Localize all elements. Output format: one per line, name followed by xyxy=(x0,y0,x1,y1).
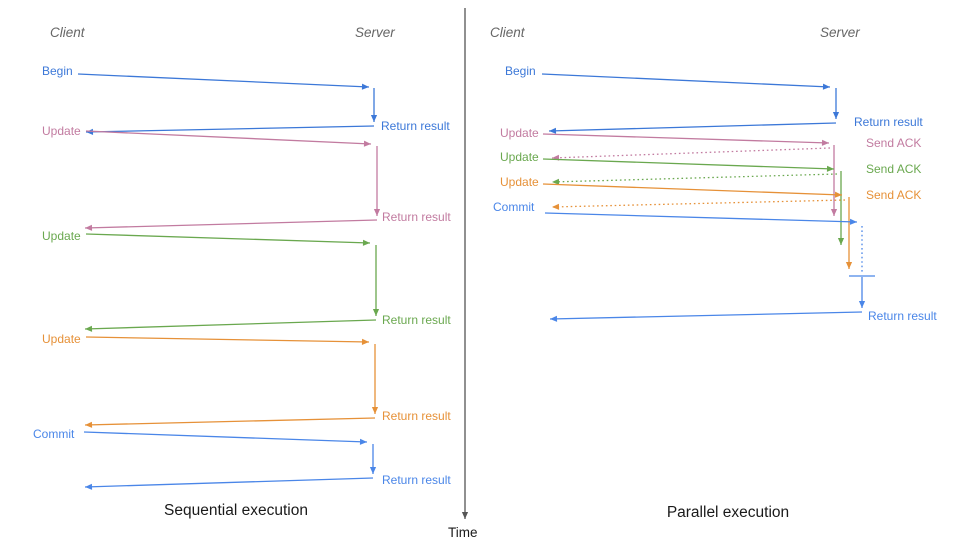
update-3-return-line-arrowhead xyxy=(85,421,93,428)
return-result-label-commit: Return result xyxy=(382,473,451,487)
update-1-request-line xyxy=(85,130,372,145)
commit-request-line-arrowhead xyxy=(359,438,367,445)
update-1-request-line-arrowhead xyxy=(821,139,829,146)
send-ack-label-update-2: Send ACK xyxy=(866,162,921,176)
update-3-request-line-arrowhead xyxy=(361,338,369,345)
message-label-begin: Begin xyxy=(505,64,536,78)
update-3-processing-line-arrowhead xyxy=(371,407,379,414)
begin-request-line xyxy=(77,73,370,88)
begin-processing-line-arrowhead xyxy=(370,115,378,122)
update-1-processing-line-arrowhead xyxy=(373,209,381,216)
message-label-update-2: Update xyxy=(42,229,81,243)
send-ack-label-update-1: Send ACK xyxy=(866,136,921,150)
commit-processing-line-arrowhead xyxy=(369,467,377,474)
message-label-commit: Commit xyxy=(33,427,75,441)
commit-return-line-arrowhead xyxy=(85,483,93,490)
begin-request-line xyxy=(541,73,831,88)
begin-return-line-arrowhead xyxy=(549,127,557,134)
update-3-exec-line-arrowhead xyxy=(845,262,853,269)
message-label-update-3: Update xyxy=(42,332,81,346)
update-2-request-line-arrowhead xyxy=(362,239,370,246)
update-3-ack-line-arrowhead xyxy=(552,203,560,210)
update-2-request-line xyxy=(85,233,371,244)
commit-request-line xyxy=(83,431,368,443)
sequential-caption: Sequential execution xyxy=(164,502,308,519)
update-1-request-line-arrowhead xyxy=(363,140,371,147)
commit-return-line xyxy=(84,477,374,488)
lines-layer xyxy=(77,8,875,519)
message-label-update-1: Update xyxy=(42,124,81,138)
send-ack-label-update-3: Send ACK xyxy=(866,188,921,202)
update-1-exec-line-arrowhead xyxy=(830,209,838,216)
client-header: Client xyxy=(490,25,526,40)
message-label-update-2: Update xyxy=(500,150,539,164)
server-header: Server xyxy=(820,25,860,40)
time-axis-label: Time xyxy=(448,525,478,540)
return-result-label-begin: Return result xyxy=(381,119,450,133)
return-result-label-update-1: Return result xyxy=(382,210,451,224)
update-1-return-line xyxy=(84,219,378,229)
message-label-commit: Commit xyxy=(493,200,535,214)
update-3-request-line xyxy=(85,336,370,343)
commit-return-line xyxy=(549,311,863,320)
message-label-update-1: Update xyxy=(500,126,539,140)
begin-request-line-arrowhead xyxy=(361,83,369,90)
begin-return-line-arrowhead xyxy=(86,128,94,135)
update-2-exec-line-arrowhead xyxy=(837,238,845,245)
update-2-ack-line-arrowhead xyxy=(552,178,560,185)
return-result-label-commit: Return result xyxy=(868,309,937,323)
begin-request-line-arrowhead xyxy=(822,83,830,90)
update-1-ack-line xyxy=(551,147,831,159)
update-3-ack-line xyxy=(551,199,846,208)
update-2-processing-line-arrowhead xyxy=(372,309,380,316)
time-axis-line-arrowhead xyxy=(461,512,469,519)
begin-return-line xyxy=(548,122,837,132)
commit-request-line-arrowhead xyxy=(849,218,857,225)
message-label-update-3: Update xyxy=(500,175,539,189)
begin-processing-line-arrowhead xyxy=(832,112,840,119)
parallel-caption: Parallel execution xyxy=(667,504,789,521)
return-result-label-update-2: Return result xyxy=(382,313,451,327)
commit-finalize-line-arrowhead xyxy=(858,301,866,308)
update-3-request-line-arrowhead xyxy=(834,191,842,198)
commit-request-line xyxy=(544,212,858,223)
update-1-return-line-arrowhead xyxy=(85,224,93,231)
update-3-request-line xyxy=(542,183,843,196)
client-header: Client xyxy=(50,25,86,40)
message-label-begin: Begin xyxy=(42,64,73,78)
commit-return-line-arrowhead xyxy=(550,315,558,322)
update-1-request-line xyxy=(542,133,830,144)
return-result-label-update-3: Return result xyxy=(382,409,451,423)
return-result-label-begin: Return result xyxy=(854,115,923,129)
update-2-request-line xyxy=(542,158,835,170)
server-header: Server xyxy=(355,25,395,40)
update-2-request-line-arrowhead xyxy=(826,165,834,172)
update-2-return-line-arrowhead xyxy=(85,325,93,332)
update-3-return-line xyxy=(84,417,376,426)
update-2-return-line xyxy=(84,319,377,330)
update-2-ack-line xyxy=(551,173,838,183)
begin-return-line xyxy=(85,125,375,133)
